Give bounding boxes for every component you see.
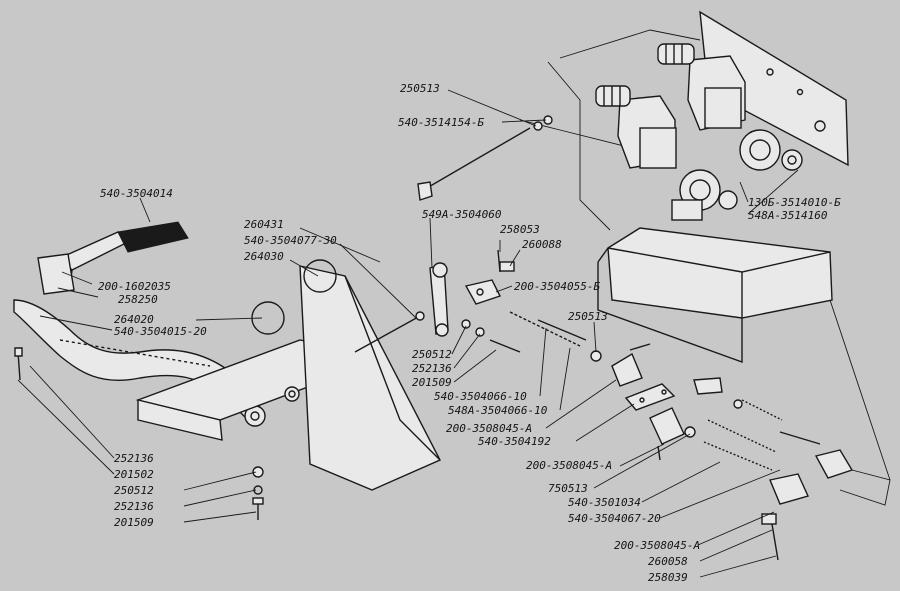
label-201509-mid: 201509 <box>412 376 452 389</box>
clevis-200-3508045-middle <box>649 407 685 461</box>
label-258053: 258053 <box>500 223 540 236</box>
spring-540-3504067 <box>703 399 783 471</box>
label-540-3504067-20: 540-3504067-20 <box>568 512 661 525</box>
label-540-3504066-10: 540-3504066-10 <box>434 390 527 403</box>
pin-260058 <box>761 513 779 561</box>
pin-258053 <box>497 249 515 273</box>
rod-540-3504066 <box>509 311 587 347</box>
label-540-3514154-b: 540-3514154-Б <box>398 116 484 129</box>
pivot-bushing <box>284 386 300 402</box>
brake-valve-upper <box>657 43 803 171</box>
clevis-200-3508045-upper <box>611 343 651 387</box>
leader-lines <box>17 89 799 578</box>
assembly-reference-lines <box>519 29 891 506</box>
label-260431: 260431 <box>244 218 284 231</box>
tie-rod <box>417 115 553 201</box>
label-250513-mid: 250513 <box>568 310 608 323</box>
label-252136-left-2: 252136 <box>114 500 154 513</box>
label-200-1602035: 200-1602035 <box>98 280 171 293</box>
label-540-3501034: 540-3501034 <box>568 496 641 509</box>
label-250513-top: 250513 <box>400 82 440 95</box>
label-260088: 260088 <box>522 238 562 251</box>
label-540-3504014: 540-3504014 <box>100 187 173 200</box>
label-201502: 201502 <box>114 468 154 481</box>
label-540-3504077-30: 540-3504077-30 <box>244 234 337 247</box>
hose-fitting-lower <box>595 85 631 107</box>
pedal-pad <box>37 221 189 295</box>
label-540-3504015-20: 540-3504015-20 <box>114 325 207 338</box>
clevis-200-3504055 <box>464 279 501 305</box>
label-252136-mid: 252136 <box>412 362 452 375</box>
label-200-3508045-a-2: 200-3508045-А <box>526 459 612 472</box>
bolt-201502 <box>14 347 23 381</box>
label-252136-left: 252136 <box>114 452 154 465</box>
label-264020: 264020 <box>114 313 154 326</box>
label-200-3508045-a-1: 200-3508045-А <box>446 422 532 435</box>
label-200-3504055-b: 200-3504055-Б <box>514 280 600 293</box>
middle-fasteners <box>461 319 602 362</box>
right-clevises <box>684 377 854 505</box>
label-260058: 260058 <box>648 555 688 568</box>
pedal-shaft <box>354 311 425 353</box>
lever-549a <box>429 262 449 337</box>
label-130b-3514010-b: 130Б-3514010-Б <box>748 196 841 209</box>
brake-pedal-arm <box>13 299 266 427</box>
label-548a-3504066-10: 548А-3504066-10 <box>448 404 548 417</box>
brake-valve-mounting-bracket <box>699 10 849 167</box>
label-264030: 264030 <box>244 250 284 263</box>
label-540-3504192: 540-3504192 <box>478 435 551 448</box>
label-549a-3504060: 549А-3504060 <box>422 208 502 221</box>
part-labels: 540-3504014 200-1602035 258250 264020 54… <box>98 82 841 584</box>
pedal-shaft-bracket <box>299 265 441 491</box>
hose-fitting-upper <box>657 43 695 65</box>
cab-floor-block <box>597 227 833 363</box>
label-750513: 750513 <box>548 482 588 495</box>
label-250512-left: 250512 <box>114 484 154 497</box>
label-258039: 258039 <box>648 571 688 584</box>
label-200-3508045-a-3: 200-3508045-А <box>614 539 700 552</box>
detail-circle-264030 <box>303 259 337 293</box>
label-548a-3514160: 548А-3514160 <box>748 209 828 222</box>
plate-540-3504192 <box>624 383 676 411</box>
brake-valve-lower <box>595 85 738 221</box>
label-201509-left: 201509 <box>114 516 154 529</box>
label-258250: 258250 <box>118 293 158 306</box>
label-250512-mid: 250512 <box>412 348 452 361</box>
